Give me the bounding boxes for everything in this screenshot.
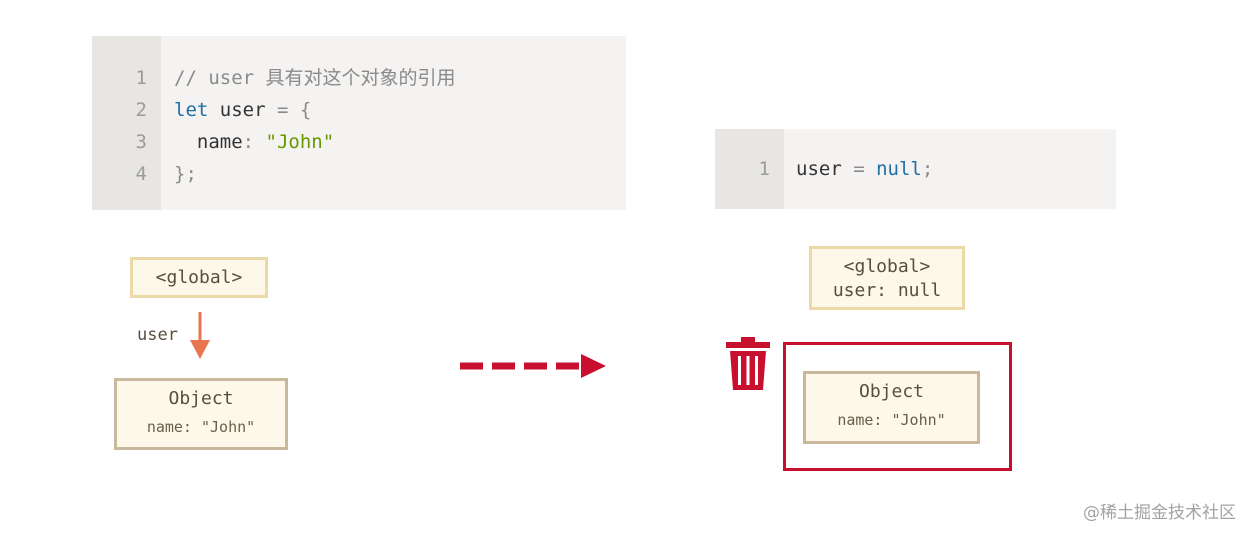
line-numbers: 1 [715,129,784,209]
object-box: Object name: "John" [114,378,288,450]
code-space [865,158,876,180]
code-comment: // user 具有对这个对象的引用 [174,67,456,89]
code-block-after: 1 user = null; [715,129,1116,209]
code-identifier: user [208,99,277,121]
code-operator: = [853,158,865,180]
code-brace: { [288,99,312,121]
global-label: <global> [155,267,243,288]
code-property: name [196,131,243,153]
code-semicolon: ; [921,158,934,180]
code-lines: // user 具有对这个对象的引用 let user = { name: "J… [161,36,456,210]
line-numbers: 1 2 3 4 [92,36,161,210]
reference-label: user [137,325,178,345]
object-title: Object [858,381,925,402]
code-keyword: null [876,158,922,180]
trash-can-icon [726,337,770,390]
arrow-down-icon [190,312,210,359]
garbage-collected-frame [783,342,1012,471]
line-number: 1 [758,158,770,180]
code-keyword: let [174,99,209,121]
line-number: 3 [135,131,147,153]
object-title: Object [168,388,234,409]
watermark: @稀土掘金技术社区 [1083,503,1236,523]
global-scope-box: <global> [130,257,268,298]
code-operator: = [276,99,289,121]
code-line-2: let user = { [174,94,456,126]
global-user-value: user: null [832,280,942,301]
object-property: name: "John" [837,411,946,429]
object-property: name: "John" [146,418,256,436]
code-string: "John" [265,131,335,153]
code-indent [174,131,197,153]
code-line-3: name: "John" [174,126,456,158]
code-lines: user = null; [784,129,933,209]
global-scope-box: <global> user: null [809,246,965,310]
code-line-4: }; [174,158,456,190]
code-closing: }; [174,163,197,185]
code-colon: : [242,131,266,153]
code-block-before: 1 2 3 4 // user 具有对这个对象的引用 let user = { … [92,36,626,210]
line-number: 2 [135,99,147,121]
code-identifier: user [796,158,854,180]
global-label: <global> [843,256,931,277]
code-line-1: user = null; [796,153,933,185]
unreachable-object-box: Object name: "John" [803,371,980,444]
line-number: 4 [135,163,147,185]
code-line-1: // user 具有对这个对象的引用 [174,62,456,94]
dashed-arrow-right-icon [460,354,606,378]
line-number: 1 [135,67,147,89]
